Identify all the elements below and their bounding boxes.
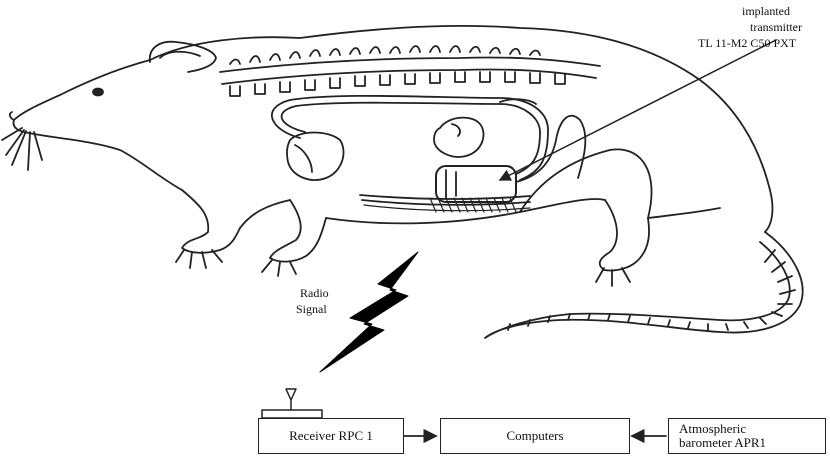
antenna-icon bbox=[286, 389, 296, 410]
antenna-base bbox=[262, 410, 322, 418]
receiver-label: Receiver RPC 1 bbox=[289, 428, 373, 444]
rat-organ-front bbox=[287, 133, 344, 181]
rat-head bbox=[13, 60, 182, 190]
barometer-label-line2: barometer APR1 bbox=[679, 436, 766, 450]
rat-aorta bbox=[272, 96, 548, 180]
radio-label-line2: Signal bbox=[296, 302, 327, 317]
rat-front-leg bbox=[182, 190, 240, 253]
computers-box: Computers bbox=[440, 418, 630, 454]
barometer-box: Atmospheric barometer APR1 bbox=[668, 418, 826, 454]
computers-label: Computers bbox=[506, 428, 563, 444]
transmitter-label-line2: transmitter bbox=[750, 20, 802, 35]
rat-kidney bbox=[434, 118, 484, 157]
transmitter-cable bbox=[516, 116, 585, 182]
transmitter-device bbox=[436, 166, 516, 202]
receiver-box: Receiver RPC 1 bbox=[258, 418, 404, 454]
radio-signal-bolt bbox=[320, 252, 418, 372]
radio-label-line1: Radio bbox=[300, 286, 329, 301]
transmitter-label-line1: implanted bbox=[742, 4, 790, 19]
rat-hind-leg bbox=[600, 200, 649, 271]
barometer-label-line1: Atmospheric bbox=[679, 422, 746, 436]
transmitter-leader-line bbox=[500, 40, 776, 180]
rat-tail bbox=[485, 232, 803, 338]
rat-eye bbox=[93, 89, 103, 96]
transmitter-label-line3: TL 11-M2 C50 PXT bbox=[698, 36, 796, 51]
rat-ear bbox=[150, 42, 216, 72]
